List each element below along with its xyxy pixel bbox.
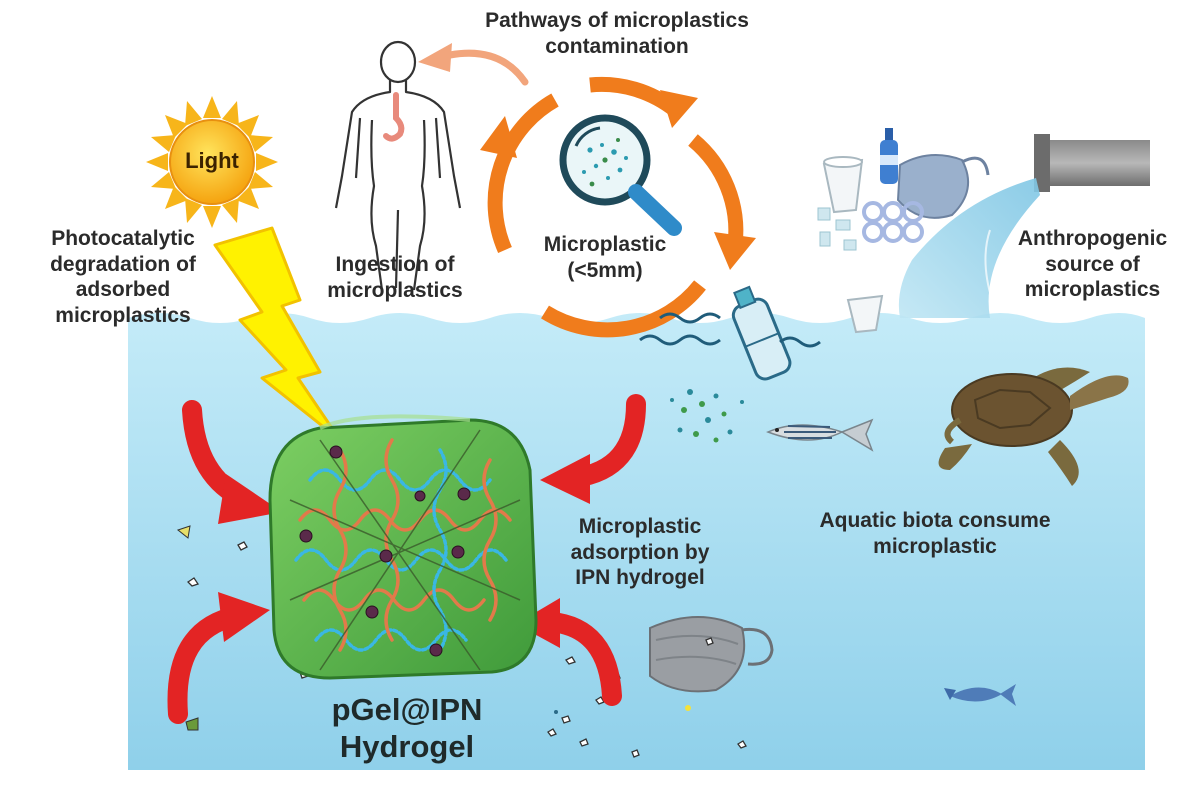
drain-pipe-icon xyxy=(1034,134,1150,192)
underwater-mask-icon xyxy=(649,616,774,693)
anthropogenic-line-3: microplastics xyxy=(1024,278,1161,302)
aquatic-line-2: microplastic xyxy=(873,534,997,558)
stomach-icon xyxy=(383,92,405,142)
aquatic-label: Aquatic biota consume microplastic xyxy=(790,508,1080,559)
adsorption-line-1: Microplastic xyxy=(578,515,702,538)
photocatalytic-line-3: adsorbed xyxy=(75,278,171,302)
ingestion-arrow xyxy=(418,43,529,86)
aquatic-line-1: Aquatic biota consume xyxy=(819,509,1051,532)
photocatalytic-label: Photocatalytic degradation of adsorbed m… xyxy=(18,226,228,328)
fish-icon xyxy=(944,684,1016,706)
sea-turtle-icon xyxy=(938,367,1129,486)
water-stream xyxy=(898,178,1040,318)
sun-icon xyxy=(146,96,278,228)
adsorption-line-2: adsorption by xyxy=(570,540,710,564)
adsorption-arrow-top-right xyxy=(540,394,646,504)
photocatalytic-line-1: Photocatalytic xyxy=(51,227,195,250)
pathways-line-1: Pathways of microplastics xyxy=(485,9,749,32)
hydrogel-line-1: pGel@IPN xyxy=(331,692,483,727)
six-pack-rings xyxy=(862,201,924,243)
microplastic-center-line-2: (<5mm) xyxy=(567,258,643,282)
photocatalytic-line-2: degradation of xyxy=(50,252,196,276)
colored-debris xyxy=(176,525,691,731)
cycle-arrowheads xyxy=(480,90,756,270)
adsorption-arrow-bottom-left xyxy=(167,592,270,724)
photocatalytic-line-4: microplastics xyxy=(55,303,191,327)
ingestion-label: Ingestion of microplastics xyxy=(300,252,490,303)
plastic-bottle-icon xyxy=(880,128,898,184)
ingestion-line-2: microplastics xyxy=(327,278,463,302)
magnifier-icon xyxy=(559,114,682,236)
microplastic-center-label: Microplastic (<5mm) xyxy=(520,232,690,283)
microplastic-center-line-1: Microplastic xyxy=(543,233,667,256)
floating-bottle-icon xyxy=(731,285,792,381)
sun-label: Light xyxy=(185,148,239,173)
plastic-cup-icon-2 xyxy=(846,294,884,334)
pathways-line-2: contamination xyxy=(545,34,689,58)
hydrogel-label: pGel@IPN Hydrogel xyxy=(292,692,522,765)
adsorption-line-3: IPN hydrogel xyxy=(575,566,705,590)
hydrogel-cube-icon xyxy=(268,414,538,680)
plastic-fragments xyxy=(817,207,857,251)
pathways-label: Pathways of microplastics contamination xyxy=(462,8,772,59)
adsorption-arrow-bottom-right xyxy=(516,598,622,706)
lightning-icon xyxy=(213,226,342,442)
microplastic-particles xyxy=(670,389,744,443)
anthropogenic-line-1: Anthropogenic xyxy=(1017,227,1168,250)
adsorption-arrow-top-left xyxy=(182,400,282,524)
anthropogenic-line-2: source of xyxy=(1045,252,1140,276)
hydrogel-line-2: Hydrogel xyxy=(339,728,475,764)
anthropogenic-label: Anthropogenic source of microplastics xyxy=(995,226,1190,303)
adsorption-label: Microplastic adsorption by IPN hydrogel xyxy=(545,514,735,591)
ingestion-line-1: Ingestion of xyxy=(335,253,455,276)
human-body-icon xyxy=(334,40,462,291)
plastic-cup-icon xyxy=(822,156,864,214)
wave-lines xyxy=(639,312,821,348)
zebrafish-icon xyxy=(766,418,874,452)
